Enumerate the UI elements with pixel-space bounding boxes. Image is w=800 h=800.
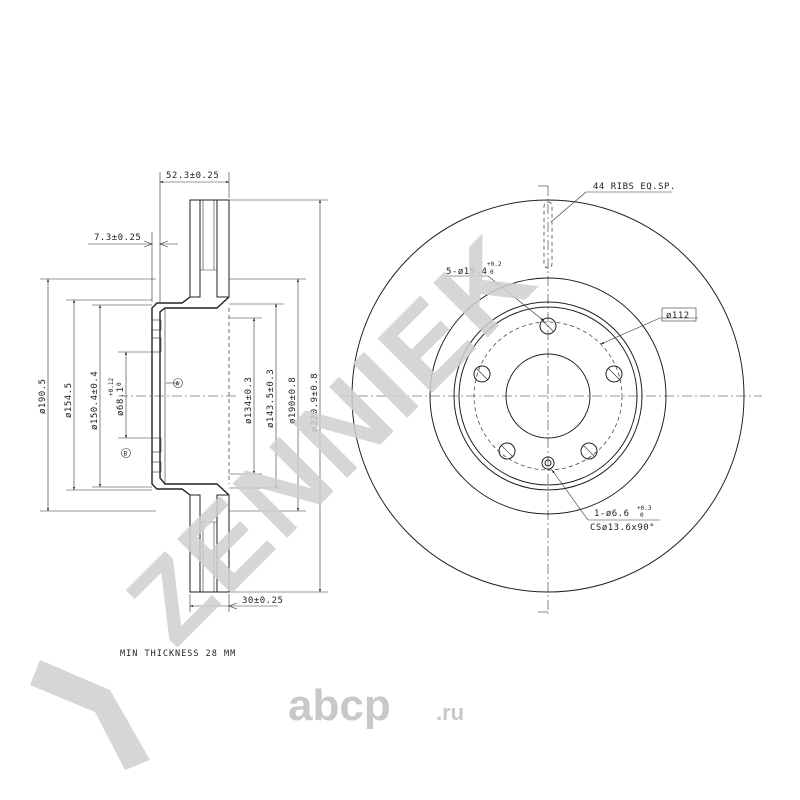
dim-hat-thickness: 7.3±0.25 [88,232,178,302]
front-view: 44 RIBS EQ.SP. 5-ø15.4 +0.2 0 ø112 1-ø6.… [340,182,762,614]
dim-d68-1-tol-lower: 0 [116,382,123,386]
ribs-callout: 44 RIBS EQ.SP. [550,182,676,223]
disc-outer-edge [351,199,745,593]
datum-b-label: B [124,451,128,458]
dim-d68-1-label: ø68.1 [116,386,126,416]
hat-inner-edge [458,306,638,486]
dim-total-width-label: 52.3±0.25 [166,171,219,181]
bolt-holes-tol-upper: +0.2 [487,261,502,268]
pcd-label: ø112 [666,311,690,321]
bolt-holes-callout: 5-ø15.4 +0.2 0 [444,261,545,322]
lower-friction-ring [189,494,230,593]
dim-d190-5-label: ø190.5 [38,378,48,414]
side-section-view: 52.3±0.25 7.3±0.25 30±0.25 ø190.5 [38,171,328,612]
min-thickness-note: MIN THICKNESS 28 MM [120,649,236,659]
hat-section [151,296,230,496]
locating-hole-tol-upper: +0.3 [637,505,652,512]
dim-d154-5-label: ø154.5 [64,382,74,418]
dim-d68-1: ø68.1 +0.12 0 [108,351,152,439]
dim-d190-5: ø190.5 [38,278,156,512]
bolt-holes-label: 5-ø15.4 [446,267,487,277]
dim-disc-thickness-label: 30±0.25 [242,596,283,606]
countersink-label: CSø13.6x90° [590,523,655,533]
dim-d134: ø134±0.3 [229,317,262,475]
site-logo-main: abcp [288,681,391,730]
datum-marks: A B [121,378,183,458]
datum-b-symbol [121,448,131,458]
bolt-hole [580,442,598,460]
bolt-hole [605,365,623,383]
locating-hole-label: 1-ø6.6 [594,509,630,519]
locating-hole-callout: 1-ø6.6 +0.3 0 CSø13.6x90° [551,469,660,533]
site-logo: abcp .ru [288,681,464,730]
center-bore [505,353,591,439]
locating-hole-tol-lower: 0 [640,512,644,519]
cooling-rib [543,201,553,269]
dim-d320-9: ø320.9±0.8 [229,199,328,593]
bolt-hole [473,365,491,383]
site-logo-suffix: .ru [436,700,464,725]
dim-disc-thickness: 30±0.25 [189,594,283,612]
dim-d150-4-label: ø150.4±0.4 [90,371,100,430]
bolt-hole [539,317,557,335]
ribs-note: 44 RIBS EQ.SP. [593,182,676,192]
datum-a-label: A [176,381,180,388]
dim-d143-5-label: ø143.5±0.3 [266,369,276,428]
bolt-holes [473,317,623,460]
watermark-brand: ZENNIEK [104,211,560,667]
dim-d143-5: ø143.5±0.3 [229,303,284,489]
watermark-chevron [30,660,150,770]
hat-outer-edge [453,301,643,491]
dim-d68-1-tol-upper: +0.12 [108,378,115,396]
dim-d154-5: ø154.5 [64,299,152,491]
pcd-circle [473,321,623,471]
dim-d320-9-label: ø320.9±0.8 [310,373,320,432]
pcd-callout: ø112 [600,307,698,345]
bolt-holes-tol-lower: 0 [490,269,494,276]
bolt-hole [498,442,516,460]
locating-hole [541,456,555,470]
dim-d134-label: ø134±0.3 [244,377,254,424]
friction-ring-inner-edge [429,277,667,515]
dim-d190: ø190±0.8 [229,278,306,512]
dim-d190-label: ø190±0.8 [288,377,298,424]
upper-friction-ring [189,199,230,298]
dim-hat-thickness-label: 7.3±0.25 [94,233,141,243]
datum-a-symbol [173,378,183,388]
dim-d150-4: ø150.4±0.4 [90,304,152,488]
dim-total-width: 52.3±0.25 [159,171,230,302]
